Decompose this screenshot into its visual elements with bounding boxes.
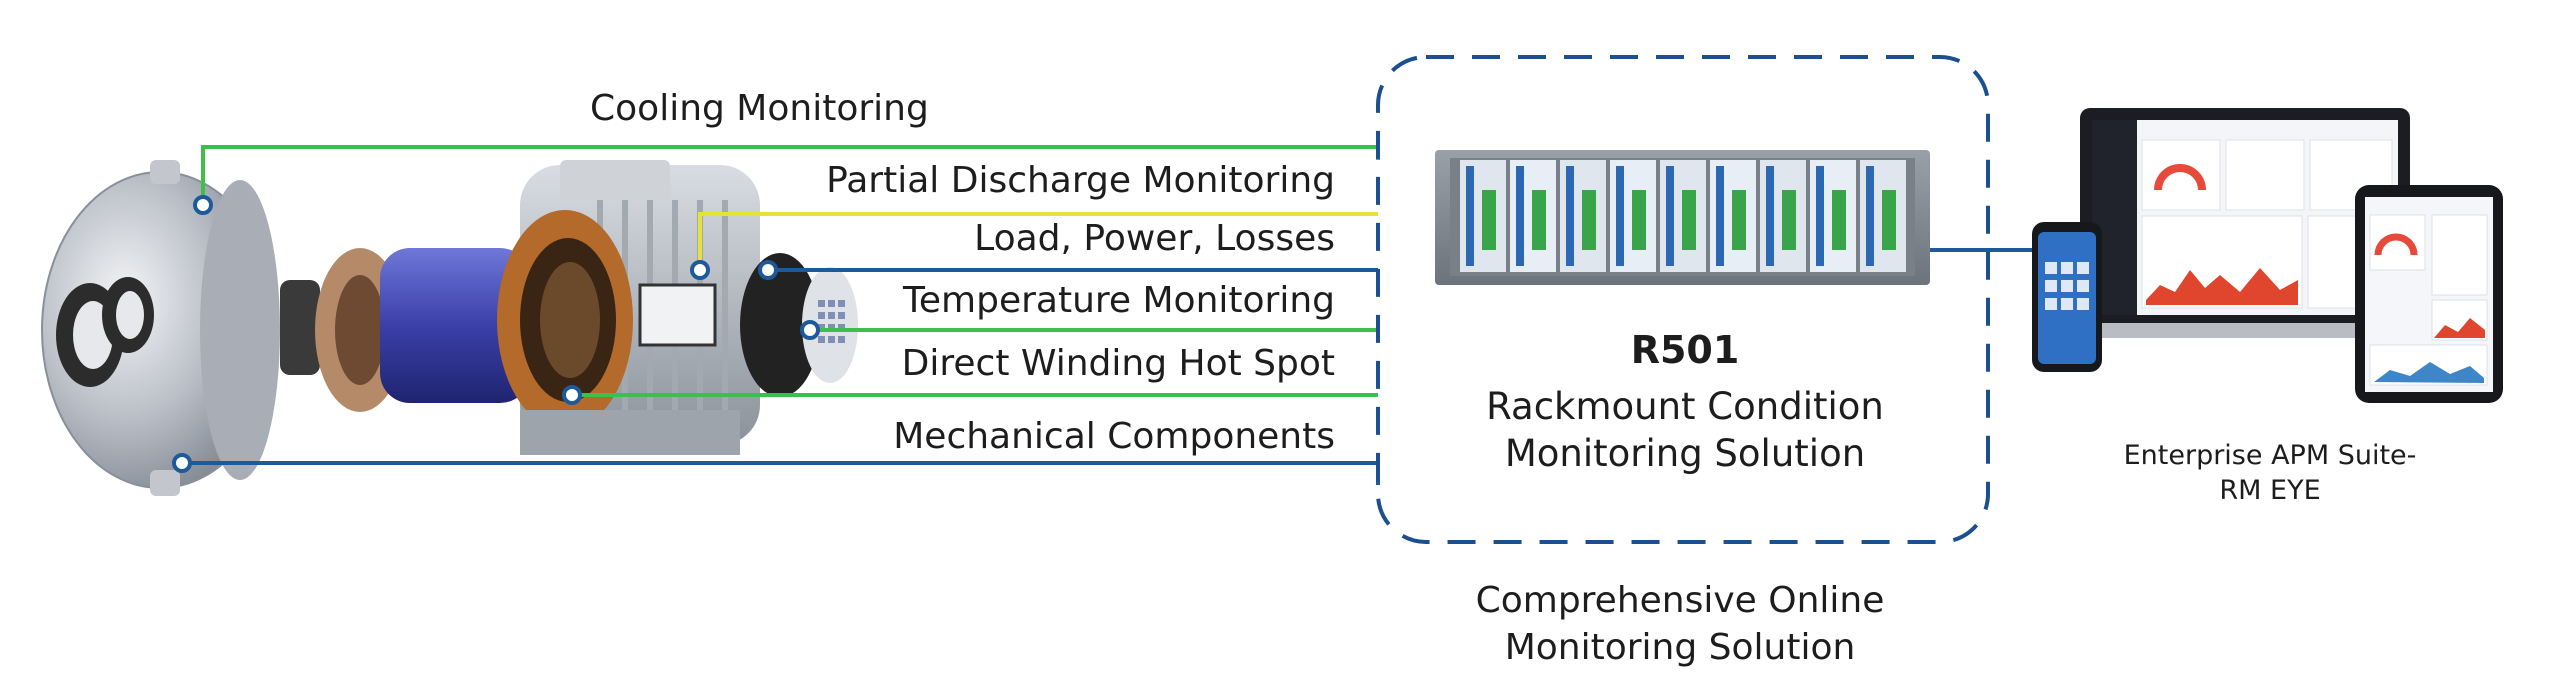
rack-description-line2: Monitoring Solution (1504, 432, 1866, 475)
label-cooling-monitoring: Cooling Monitoring (590, 88, 929, 129)
label-temperature-monitoring: Temperature Monitoring (903, 280, 1335, 321)
phone-app-icon (2032, 222, 2102, 372)
rack-monitor-unit-icon (1435, 150, 1930, 285)
partial-discharge-line (698, 212, 1378, 270)
electric-motor-exploded-icon (41, 160, 858, 496)
tablet-dashboard-icon (2355, 185, 2503, 403)
footer-line2: Monitoring Solution (1504, 627, 1856, 668)
footer-line1: Comprehensive Online (1475, 580, 1885, 621)
label-mechanical-components: Mechanical Components (893, 416, 1335, 457)
apm-suite-line1: Enterprise APM Suite- (2123, 440, 2417, 471)
rack-model-title: R501 (1630, 328, 1740, 372)
label-direct-winding: Direct Winding Hot Spot (901, 343, 1335, 384)
label-partial-discharge: Partial Discharge Monitoring (826, 160, 1335, 201)
label-load-power-losses: Load, Power, Losses (974, 218, 1335, 259)
apm-suite-line2: RM EYE (2219, 475, 2321, 506)
rack-description-line1: Rackmount Condition (1486, 385, 1884, 428)
rack-dashed-frame (1376, 55, 1990, 544)
mechanical-line (182, 461, 1380, 485)
